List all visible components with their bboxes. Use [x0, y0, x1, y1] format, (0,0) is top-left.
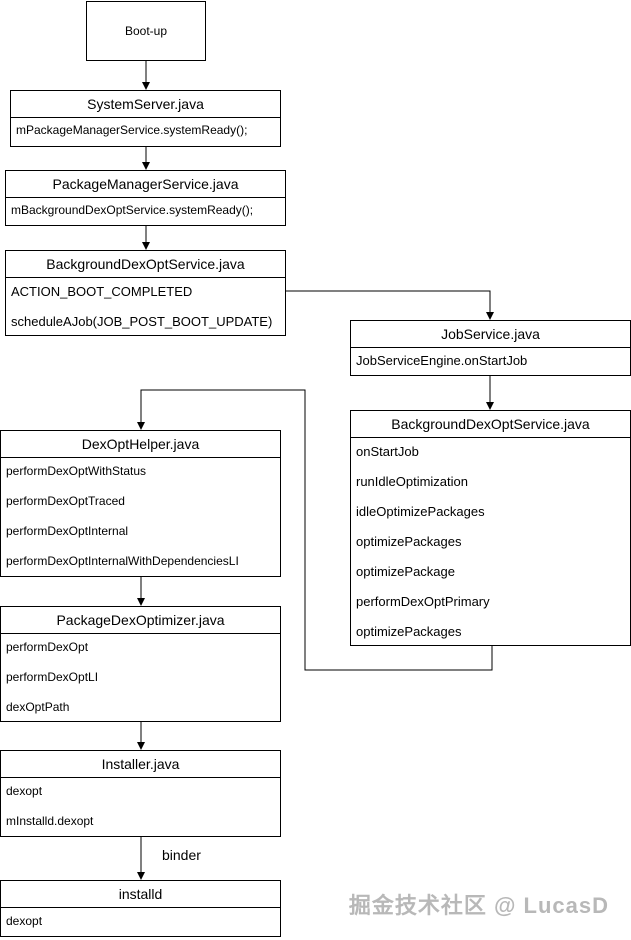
box-title: BackgroundDexOptService.java: [6, 251, 285, 278]
box-title: DexOptHelper.java: [1, 431, 280, 458]
box-row: idleOptimizePackages: [356, 504, 485, 519]
box-row: onStartJob: [356, 444, 419, 459]
box-row: performDexOptTraced: [6, 494, 125, 508]
box-title: PackageDexOptimizer.java: [1, 607, 280, 634]
packagedexoptimizer-box: PackageDexOptimizer.java performDexOpt p…: [0, 606, 281, 722]
systemserver-box: SystemServer.java mPackageManagerService…: [10, 90, 281, 147]
box-title: Installer.java: [1, 751, 280, 778]
box-row: dexopt: [6, 914, 43, 928]
box-row: optimizePackages: [356, 534, 462, 549]
edge-bdos2-to-dexopthelper: [137, 389, 493, 671]
box-row: performDexOptPrimary: [356, 594, 490, 609]
edge-bdos-to-jobservice: [286, 290, 494, 320]
box-row: JobServiceEngine.onStartJob: [356, 353, 528, 368]
box-title: BackgroundDexOptService.java: [351, 411, 630, 438]
box-row: mBackgroundDexOptService.systemReady();: [11, 203, 254, 217]
box-row: performDexOptInternalWithDependenciesLI: [6, 554, 239, 568]
jobservice-box: JobService.java JobServiceEngine.onStart…: [350, 320, 631, 376]
box-title: JobService.java: [351, 321, 630, 348]
boot-node: Boot-up: [86, 1, 206, 61]
backgrounddexoptservice-box-2: BackgroundDexOptService.java onStartJob …: [350, 410, 631, 646]
box-row: performDexOptWithStatus: [6, 464, 147, 478]
box-row: dexOptPath: [6, 700, 70, 714]
box-row: mInstalld.dexopt: [6, 814, 94, 828]
box-title: installd: [1, 881, 280, 908]
box-row: ACTION_BOOT_COMPLETED: [11, 284, 193, 299]
box-row: mPackageManagerService.systemReady();: [16, 123, 248, 137]
binder-label: binder: [162, 847, 201, 863]
box-row: optimizePackages: [356, 624, 462, 639]
installer-box: Installer.java dexopt mInstalld.dexopt: [0, 750, 281, 837]
box-row: performDexOptLI: [6, 670, 99, 684]
box-title: SystemServer.java: [11, 91, 280, 118]
box-title: PackageManagerService.java: [6, 171, 285, 198]
box-row: optimizePackage: [356, 564, 455, 579]
boot-label: Boot-up: [124, 24, 168, 38]
installd-box: installd dexopt: [0, 880, 281, 937]
box-row: runIdleOptimization: [356, 474, 468, 489]
backgrounddexoptservice-box-1: BackgroundDexOptService.java ACTION_BOOT…: [5, 250, 286, 336]
box-row: performDexOpt: [6, 640, 89, 654]
packagemanagerservice-box: PackageManagerService.java mBackgroundDe…: [5, 170, 286, 226]
box-row: dexopt: [6, 784, 43, 798]
box-row: scheduleAJob(JOB_POST_BOOT_UPDATE): [11, 314, 273, 329]
box-row: performDexOptInternal: [6, 524, 129, 538]
watermark: 掘金技术社区 @ LucasD: [348, 893, 609, 918]
dexopthelper-box: DexOptHelper.java performDexOptWithStatu…: [0, 430, 281, 577]
